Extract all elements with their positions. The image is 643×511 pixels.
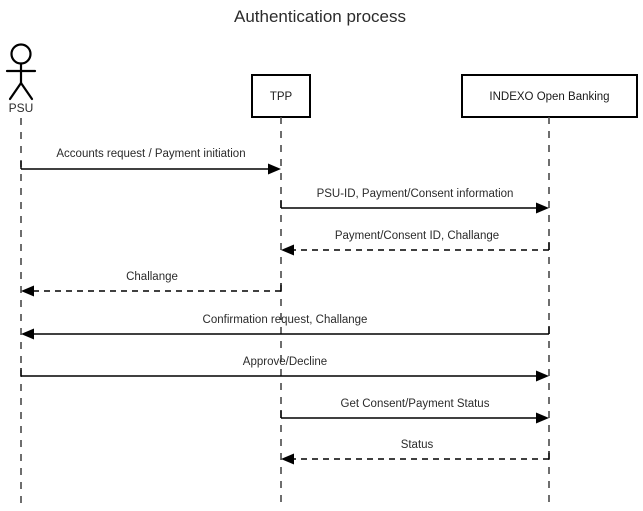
message-2-label: PSU-ID, Payment/Consent information: [317, 188, 514, 200]
message-1-label: Accounts request / Payment initiation: [56, 148, 245, 160]
participant-psu-label: PSU: [9, 101, 34, 115]
message-1[interactable]: Accounts request / Payment initiation: [20, 148, 281, 175]
participant-tpp-box[interactable]: [251, 74, 311, 118]
arrow-head-icon: [281, 453, 294, 465]
message-4[interactable]: Challange: [21, 271, 282, 297]
arrow-head-icon: [21, 328, 34, 340]
message-8-label: Status: [401, 439, 434, 451]
message-6[interactable]: Approve/Decline: [20, 356, 549, 382]
message-5[interactable]: Confirmation request, Challange: [21, 314, 550, 340]
message-4-label: Challange: [126, 271, 178, 283]
arrow-head-icon: [536, 370, 549, 382]
arrow-head-icon: [268, 163, 281, 175]
arrow-head-icon: [281, 244, 294, 256]
message-8[interactable]: Status: [281, 439, 550, 465]
participant-tpp[interactable]: TPP: [251, 74, 311, 505]
arrow-head-icon: [536, 202, 549, 214]
arrow-head-icon: [536, 412, 549, 424]
participant-tpp-label: TPP: [270, 91, 293, 103]
participant-psu[interactable]: PSU: [5, 43, 37, 506]
message-6-label: Approve/Decline: [243, 356, 327, 368]
message-5-label: Confirmation request, Challange: [203, 314, 368, 326]
message-3[interactable]: Payment/Consent ID, Challange: [281, 230, 550, 256]
page-title: Authentication process: [234, 7, 406, 26]
participant-indexo-label: INDEXO Open Banking: [489, 91, 609, 103]
message-7[interactable]: Get Consent/Payment Status: [280, 398, 549, 424]
message-2[interactable]: PSU-ID, Payment/Consent information: [280, 188, 549, 214]
actor-icon: [5, 43, 37, 101]
message-7-label: Get Consent/Payment Status: [341, 398, 490, 410]
arrow-head-icon: [21, 285, 34, 297]
participant-indexo[interactable]: INDEXO Open Banking: [461, 74, 638, 505]
message-3-label: Payment/Consent ID, Challange: [335, 230, 499, 242]
